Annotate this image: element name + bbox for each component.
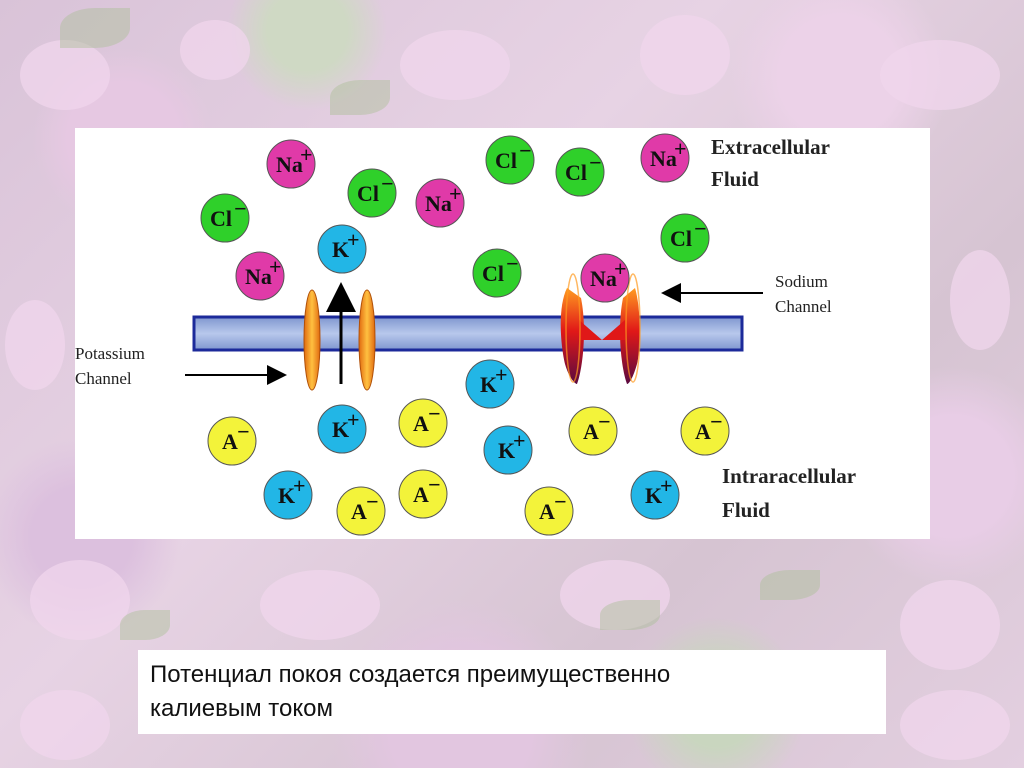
cell-membrane <box>192 315 744 352</box>
cl-ion: Cl− <box>472 248 522 298</box>
cl-ion: Cl− <box>485 135 535 185</box>
svg-text:Cl: Cl <box>670 226 692 251</box>
svg-text:−: − <box>589 150 602 175</box>
svg-text:Na: Na <box>276 152 303 177</box>
svg-text:+: + <box>495 362 508 387</box>
intracellular-label-line2: Fluid <box>722 498 770 522</box>
na-ion: Na+ <box>640 133 690 183</box>
svg-text:Cl: Cl <box>495 148 517 173</box>
a-ion: A− <box>207 416 257 466</box>
a-ion: A− <box>398 398 448 448</box>
svg-text:Cl: Cl <box>210 206 232 231</box>
svg-text:−: − <box>381 171 394 196</box>
svg-text:K: K <box>332 237 349 262</box>
svg-text:K: K <box>645 483 662 508</box>
a-ion: A− <box>568 406 618 456</box>
a-ion: A− <box>680 406 730 456</box>
cl-ion: Cl− <box>660 213 710 263</box>
svg-text:Na: Na <box>425 191 452 216</box>
svg-text:Na: Na <box>245 264 272 289</box>
extracellular-label-line2: Fluid <box>711 167 759 191</box>
ions-layer: Na+Na+Na+Na+Na+Cl−Cl−Cl−Cl−Cl−Cl−K+K+K+K… <box>200 133 730 536</box>
svg-text:+: + <box>513 428 526 453</box>
svg-text:K: K <box>498 438 515 463</box>
svg-text:+: + <box>660 473 673 498</box>
na-ion: Na+ <box>415 178 465 228</box>
na-ion: Na+ <box>580 253 630 303</box>
caption-line-2: калиевым током <box>150 695 333 722</box>
svg-text:Cl: Cl <box>565 160 587 185</box>
svg-text:−: − <box>234 196 247 221</box>
svg-text:−: − <box>519 138 532 163</box>
svg-text:Na: Na <box>590 266 617 291</box>
svg-text:−: − <box>428 472 441 497</box>
cl-ion: Cl− <box>200 193 250 243</box>
svg-text:K: K <box>332 417 349 442</box>
na-ion: Na+ <box>235 251 285 301</box>
svg-text:+: + <box>449 181 462 206</box>
k-ion: K+ <box>465 359 515 409</box>
svg-text:+: + <box>269 254 282 279</box>
svg-text:−: − <box>710 409 723 434</box>
svg-text:−: − <box>428 401 441 426</box>
membrane-diagram-svg: Extracellular Fluid Intraracellular Flui… <box>75 133 856 536</box>
membrane-diagram: Extracellular Fluid Intraracellular Flui… <box>75 128 930 539</box>
a-ion: A− <box>524 486 574 536</box>
intracellular-label: Intraracellular <box>722 464 856 488</box>
svg-text:A: A <box>222 429 238 454</box>
svg-text:+: + <box>674 136 687 161</box>
svg-text:A: A <box>413 482 429 507</box>
na-ion: Na+ <box>266 139 316 189</box>
sodium-channel-label-line2: Channel <box>775 297 832 316</box>
svg-text:−: − <box>506 251 519 276</box>
svg-text:Na: Na <box>650 146 677 171</box>
svg-text:−: − <box>598 409 611 434</box>
caption-box: Потенциал покоя создается преимущественн… <box>138 650 886 734</box>
sodium-channel <box>560 273 641 384</box>
svg-text:A: A <box>539 499 555 524</box>
svg-text:−: − <box>366 489 379 514</box>
svg-text:A: A <box>351 499 367 524</box>
k-ion: K+ <box>263 470 313 520</box>
k-ion: K+ <box>317 404 367 454</box>
k-ion: K+ <box>483 425 533 475</box>
extracellular-label: Extracellular <box>711 135 830 159</box>
svg-text:−: − <box>694 216 707 241</box>
potassium-channel-label-line2: Channel <box>75 369 132 388</box>
potassium-channel <box>303 282 376 391</box>
svg-text:+: + <box>614 256 627 281</box>
caption-line-1: Потенциал покоя создается преимущественн… <box>150 661 671 688</box>
svg-text:−: − <box>554 489 567 514</box>
sodium-channel-label: Sodium <box>775 272 828 291</box>
potassium-channel-label: Potassium <box>75 344 145 363</box>
a-ion: A− <box>398 469 448 519</box>
svg-text:Cl: Cl <box>357 181 379 206</box>
svg-text:−: − <box>237 419 250 444</box>
k-ion: K+ <box>630 470 680 520</box>
svg-text:K: K <box>480 372 497 397</box>
svg-text:Cl: Cl <box>482 261 504 286</box>
svg-text:+: + <box>347 407 360 432</box>
svg-text:+: + <box>300 142 313 167</box>
svg-text:+: + <box>347 227 360 252</box>
cl-ion: Cl− <box>347 168 397 218</box>
svg-text:A: A <box>413 411 429 436</box>
cl-ion: Cl− <box>555 147 605 197</box>
svg-text:K: K <box>278 483 295 508</box>
svg-text:A: A <box>583 419 599 444</box>
svg-text:+: + <box>293 473 306 498</box>
svg-text:A: A <box>695 419 711 444</box>
k-ion: K+ <box>317 224 367 274</box>
a-ion: A− <box>336 486 386 536</box>
